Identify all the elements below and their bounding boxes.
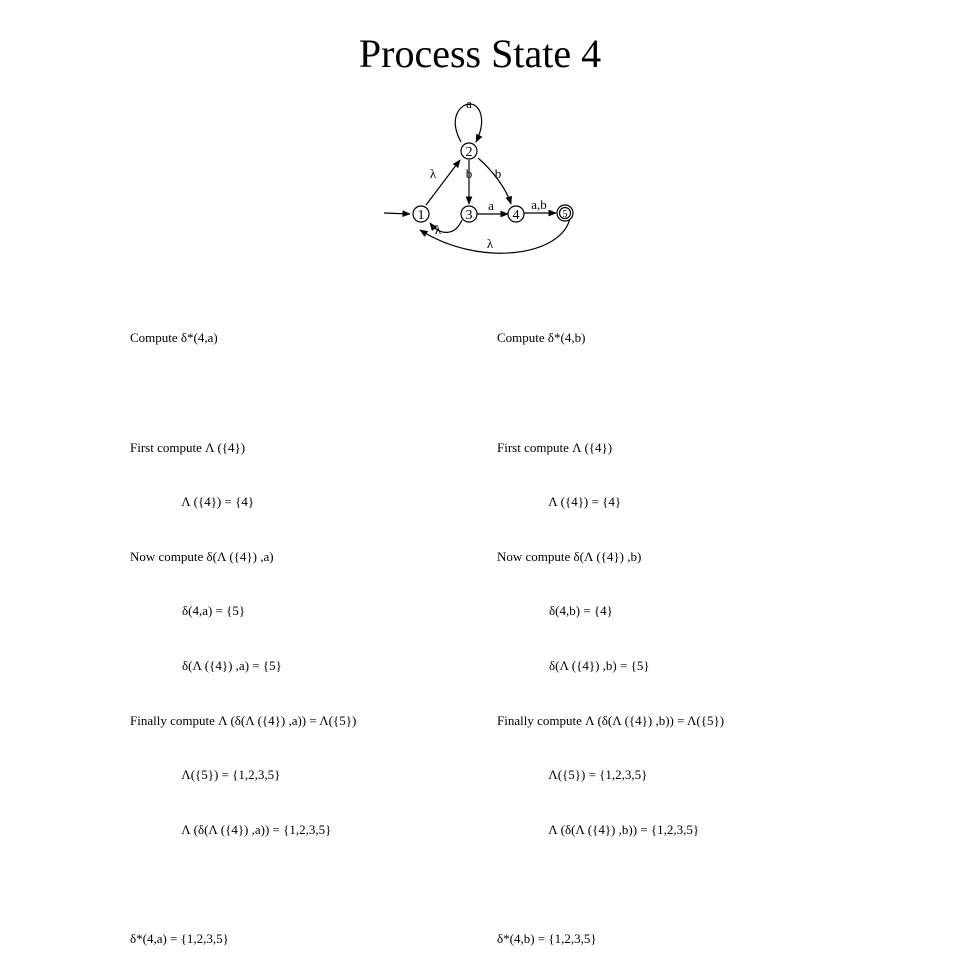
state-2-label: 2 — [466, 145, 473, 160]
state-4 — [507, 205, 525, 223]
edge-label-4-5: a,b — [531, 197, 547, 212]
state-3 — [460, 205, 478, 223]
edge-label-2-4: b — [495, 166, 502, 181]
computation-line: Compute δ*(4,b) — [497, 330, 586, 346]
computation-right: Compute δ*(4,b) First compute Λ ({4}) Λ … — [497, 293, 857, 966]
computation-line: First compute Λ ({4}) — [130, 439, 246, 455]
edge-2-4 — [477, 157, 512, 205]
spacer — [130, 875, 490, 893]
computation-line: Finally compute Λ (δ(Λ ({4}) ,a)) = Λ({5… — [130, 712, 357, 728]
computation-line: Now compute δ(Λ ({4}) ,a) — [130, 548, 274, 564]
computation-line: First compute Λ ({4}) — [497, 439, 613, 455]
spacer — [497, 875, 857, 893]
state-2 — [460, 142, 478, 160]
computation-line: Λ ({4}) = {4} — [497, 494, 622, 510]
spacer — [497, 384, 857, 402]
edge-label-3-1: λ — [435, 222, 442, 237]
edge-label-2-3: b — [466, 166, 473, 181]
computation-line: Λ ({4}) = {4} — [130, 494, 255, 510]
computation-line: δ(Λ ({4}) ,a) = {5} — [130, 657, 282, 673]
state-3-label: 3 — [466, 208, 473, 223]
computation-line: Λ (δ(Λ ({4}) ,b)) = {1,2,3,5} — [497, 821, 700, 837]
edge-label-3-4: a — [488, 198, 494, 213]
computation-line: δ(Λ ({4}) ,b) = {5} — [497, 657, 650, 673]
nfa-diagram: 1 2 3 4 5 a λ b b a a,b λ λ — [383, 96, 574, 254]
state-1 — [412, 205, 430, 223]
computation-line: δ(4,a) = {5} — [130, 603, 246, 619]
state-5-label: 5 — [563, 209, 568, 220]
edge-label-1-2: λ — [430, 166, 437, 181]
computation-line: δ(4,b) = {4} — [497, 603, 613, 619]
computation-line: Finally compute Λ (δ(Λ ({4}) ,b)) = Λ({5… — [497, 712, 725, 728]
computation-line: Compute δ*(4,a) — [130, 330, 218, 346]
state-4-label: 4 — [513, 208, 520, 223]
computation-line: Now compute δ(Λ ({4}) ,b) — [497, 548, 642, 564]
edge-3-1 — [429, 219, 463, 233]
slide-title: Process State 4 — [358, 31, 602, 76]
computation-left: Compute δ*(4,a) First compute Λ ({4}) Λ … — [130, 293, 490, 966]
computation-result: δ*(4,a) = {1,2,3,5} — [130, 930, 229, 946]
computation-line: Λ({5}) = {1,2,3,5} — [130, 767, 281, 783]
computation-line: Λ({5}) = {1,2,3,5} — [497, 767, 648, 783]
edge-5-1 — [419, 217, 571, 254]
edge-label-5-1: λ — [487, 236, 494, 251]
edge-label-loop-2: a — [466, 96, 472, 111]
start-arrow — [383, 210, 411, 218]
spacer — [130, 384, 490, 402]
computation-line: Λ (δ(Λ ({4}) ,a)) = {1,2,3,5} — [130, 821, 332, 837]
state-1-label: 1 — [418, 208, 425, 223]
edge-1-2 — [425, 159, 461, 206]
computation-result: δ*(4,b) = {1,2,3,5} — [497, 930, 597, 946]
state-5-inner-ring — [558, 206, 572, 220]
loop-edge-2 — [454, 103, 483, 143]
